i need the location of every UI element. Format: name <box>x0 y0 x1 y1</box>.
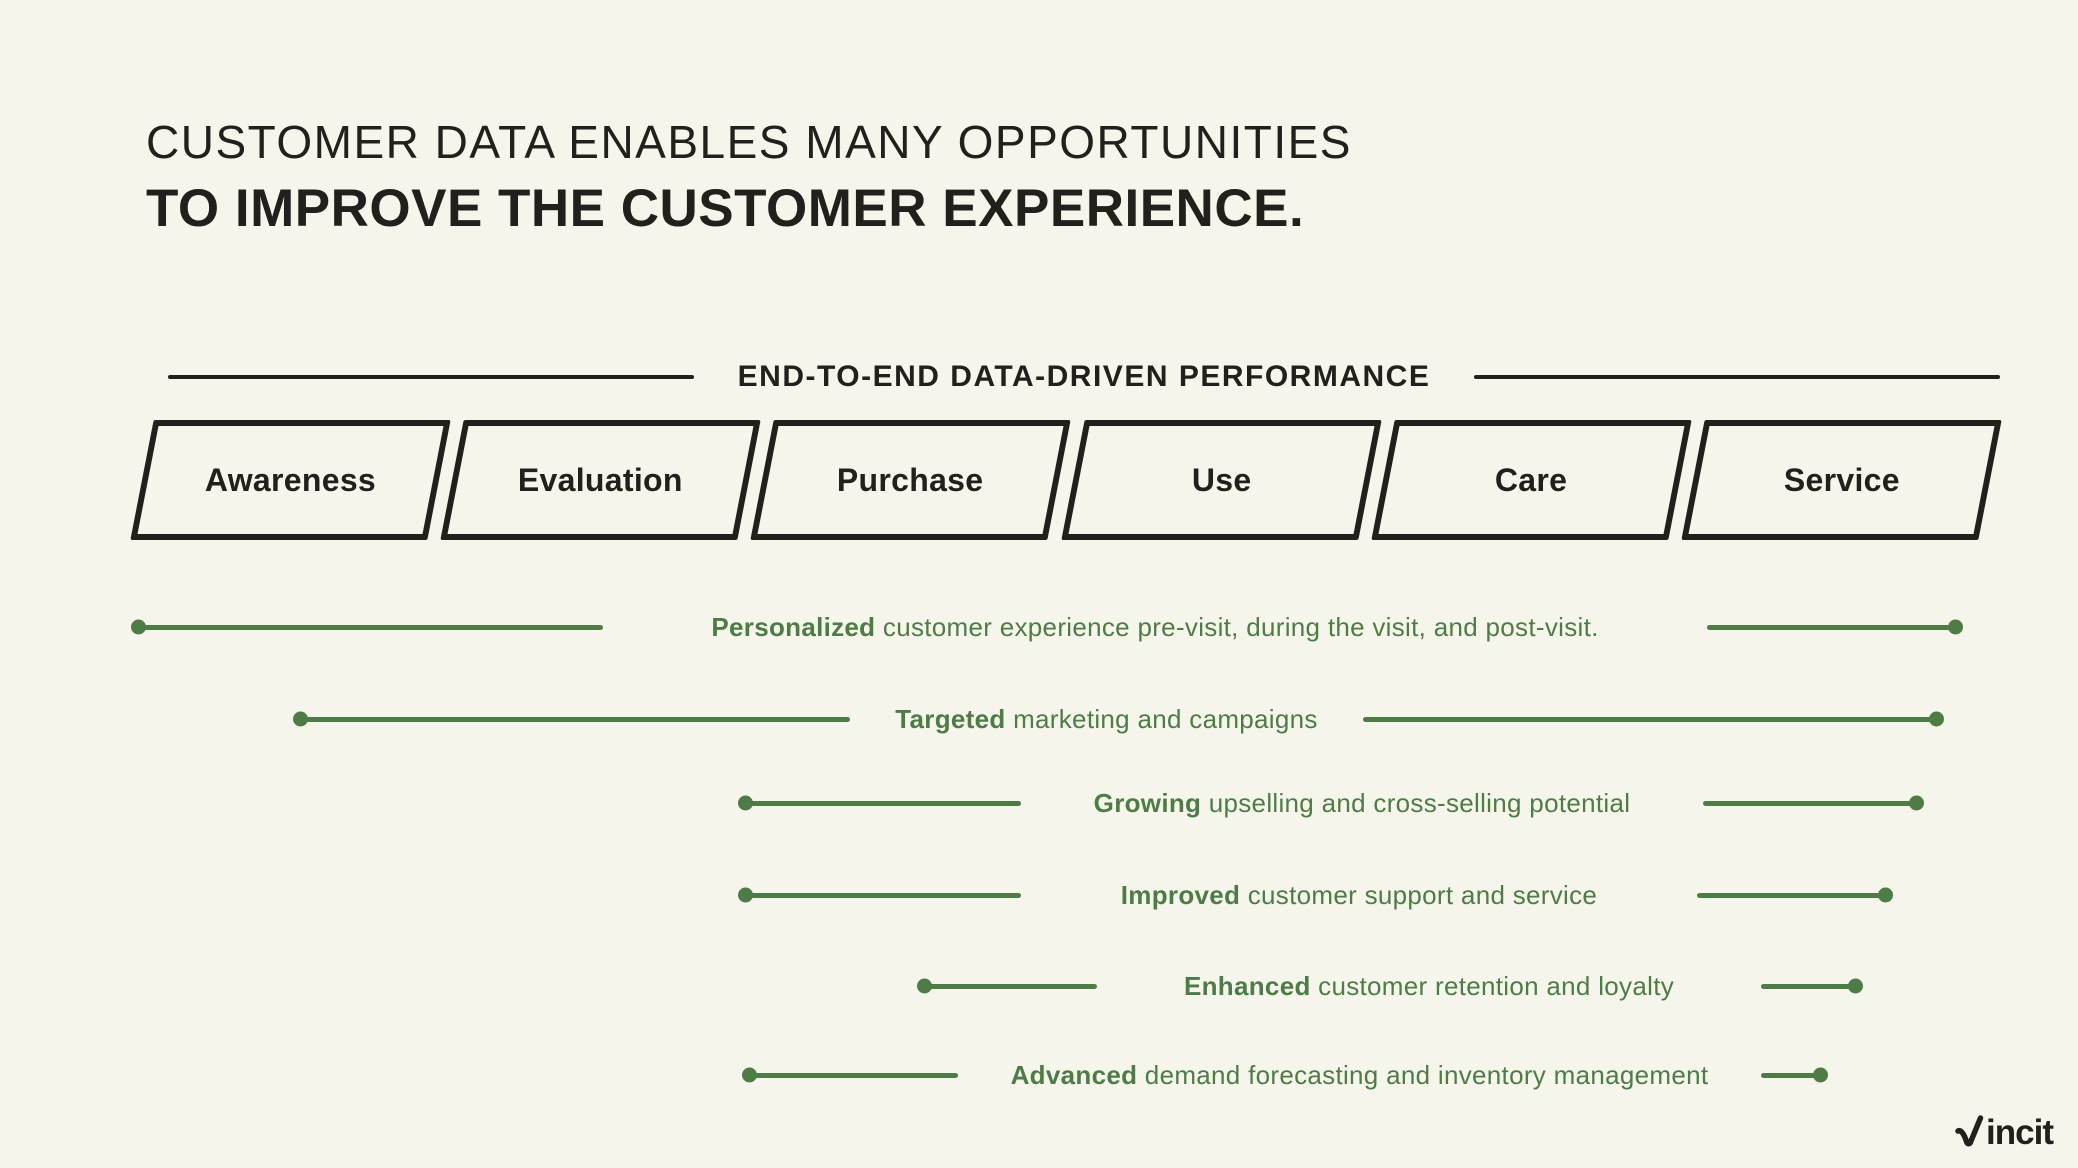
stage-label: Use <box>1191 461 1251 498</box>
benefit-text: Improved customer support and service <box>1021 880 1697 911</box>
benefit-text: Growing upselling and cross-selling pote… <box>1021 788 1703 819</box>
connector-line-right <box>1697 892 1889 898</box>
connector-line-left <box>746 1072 958 1078</box>
connector-line-right <box>1363 716 1940 722</box>
vincit-logo-text: incit <box>1986 1113 2054 1152</box>
benefit-row-targeted: Targeted marketing and campaigns <box>297 699 1940 739</box>
benefit-text: Advanced demand forecasting and inventor… <box>958 1060 1761 1091</box>
benefit-rest: marketing and campaigns <box>1005 703 1318 734</box>
connector-line-left <box>921 983 1097 989</box>
connector-line-left <box>297 716 850 722</box>
slide-title-line1: CUSTOMER DATA ENABLES MANY OPPORTUNITIES <box>146 116 1352 168</box>
benefit-lead: Targeted <box>895 703 1006 734</box>
title-block: CUSTOMER DATA ENABLES MANY OPPORTUNITIES… <box>146 116 1352 238</box>
stage-label: Purchase <box>837 461 985 498</box>
checkmark-icon <box>1955 1114 1985 1150</box>
stage-box-use: Use <box>1060 420 1382 540</box>
benefit-lead: Improved <box>1120 879 1241 910</box>
journey-stages: Awareness Evaluation Purchase Use Care S… <box>130 420 2002 540</box>
benefit-text: Personalized customer experience pre-vis… <box>603 612 1707 643</box>
benefit-lead: Enhanced <box>1183 970 1311 1001</box>
vincit-logo: incit <box>1955 1113 2054 1152</box>
journey-header: END-TO-END DATA-DRIVEN PERFORMANCE <box>168 360 2001 394</box>
benefit-text: Targeted marketing and campaigns <box>850 704 1363 735</box>
benefit-row-enhanced: Enhanced customer retention and loyalty <box>921 966 1859 1006</box>
journey-header-rule-left <box>168 375 694 379</box>
stage-label: Awareness <box>205 461 377 498</box>
connector-line-right <box>1761 1072 1824 1078</box>
connector-line-right <box>1703 800 1920 806</box>
benefit-lead: Growing <box>1093 787 1202 818</box>
benefit-lead: Advanced <box>1010 1059 1138 1090</box>
stage-box-awareness: Awareness <box>130 420 451 540</box>
journey-header-rule-right <box>1474 375 2001 379</box>
stage-label: Care <box>1495 461 1568 498</box>
connector-line-right <box>1707 624 1959 630</box>
benefit-row-improved: Improved customer support and service <box>742 875 1889 915</box>
connector-line-right <box>1761 983 1859 989</box>
benefit-text: Enhanced customer retention and loyalty <box>1097 971 1761 1002</box>
stage-box-care: Care <box>1371 420 1692 540</box>
stage-box-evaluation: Evaluation <box>440 420 762 540</box>
benefit-rest: customer support and service <box>1240 879 1598 910</box>
stage-box-service: Service <box>1681 420 2002 540</box>
slide-title-line2: TO IMPROVE THE CUSTOMER EXPERIENCE. <box>146 178 1305 238</box>
benefit-lead: Personalized <box>711 611 876 642</box>
benefit-rest: customer experience pre-visit, during th… <box>875 611 1599 642</box>
connector-line-left <box>742 892 1021 898</box>
benefit-rest: demand forecasting and inventory managem… <box>1137 1059 1709 1090</box>
stage-label: Evaluation <box>518 461 684 498</box>
benefit-row-advanced: Advanced demand forecasting and inventor… <box>746 1055 1824 1095</box>
journey-header-label: END-TO-END DATA-DRIVEN PERFORMANCE <box>737 360 1431 393</box>
benefit-row-growing: Growing upselling and cross-selling pote… <box>742 783 1920 823</box>
connector-line-left <box>742 800 1021 806</box>
benefit-rest: customer retention and loyalty <box>1310 970 1675 1001</box>
benefit-row-personalized: Personalized customer experience pre-vis… <box>135 607 1959 647</box>
connector-line-left <box>135 624 603 630</box>
stage-label: Service <box>1783 461 1900 498</box>
stage-box-purchase: Purchase <box>750 420 1072 540</box>
benefit-rest: upselling and cross-selling potential <box>1201 787 1631 818</box>
